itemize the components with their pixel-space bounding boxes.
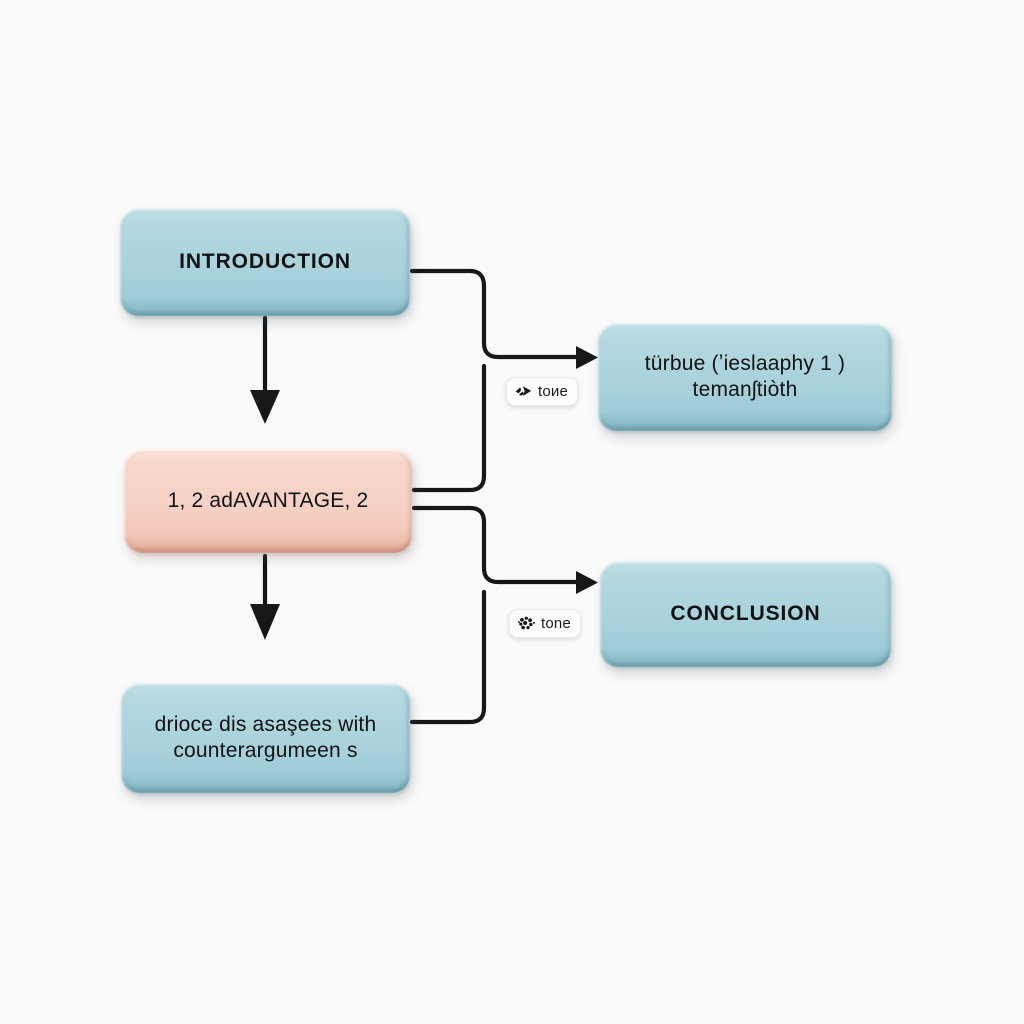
edge-tag-tone-lower[interactable]: tone <box>509 609 581 638</box>
node-introduction-label: INTRODUCTION <box>179 250 351 274</box>
node-body-paragraph[interactable]: türbue (ʼieslaaphy 1 ) temanʃtiòth <box>598 323 892 431</box>
node-counterarguments[interactable]: drioce dis asaşees with counterargumeen … <box>121 683 410 793</box>
splatter-icon <box>518 616 535 630</box>
node-conclusion[interactable]: CONCLUSION <box>600 561 891 667</box>
arrow-cursor-icon <box>515 386 532 396</box>
node-introduction[interactable]: INTRODUCTION <box>120 208 410 316</box>
connector-introduction-to-body-paragraph <box>409 268 598 369</box>
edge-tag-tone-upper[interactable]: toᴎe <box>506 377 579 406</box>
edge-tag-upper-label: toᴎe <box>538 383 569 400</box>
node-conclusion-label: CONCLUSION <box>670 602 821 626</box>
node-advantage[interactable]: 1, 2 adAVANTAGE, 2 <box>124 449 412 553</box>
connector-advantage-to-body-paragraph <box>411 363 487 493</box>
node-counterarguments-label: drioce dis asaşees with counterargumeen … <box>154 713 377 762</box>
edge-tag-lower-label: tone <box>541 615 571 632</box>
node-advantage-label: 1, 2 adAVANTAGE, 2 <box>167 489 369 513</box>
connector-advantage-to-conclusion <box>411 505 598 594</box>
connector-counterarguments-to-conclusion <box>409 589 487 725</box>
node-body-paragraph-label: türbue (ʼieslaaphy 1 ) temanʃtiòth <box>644 352 846 401</box>
connector-introduction-to-advantage <box>250 315 280 424</box>
connector-advantage-to-counterarguments <box>250 553 280 640</box>
